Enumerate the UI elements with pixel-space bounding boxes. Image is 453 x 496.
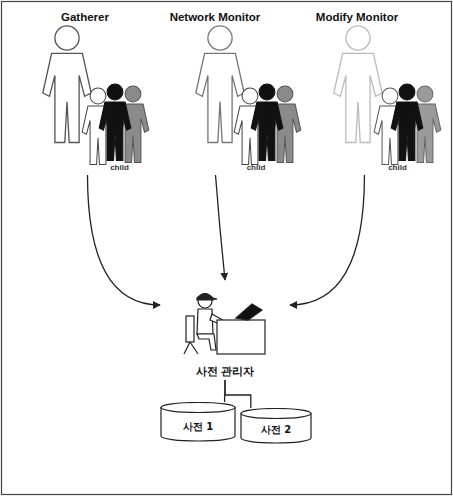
process-group: Gatherer child	[20, 5, 170, 175]
torso	[197, 309, 213, 334]
dictionary-cylinder: 사전 1	[160, 402, 236, 442]
child-label: child	[375, 163, 420, 172]
group-title: Network Monitor	[160, 11, 270, 23]
child-figure	[391, 84, 423, 160]
dictionary-label: 사전 1	[160, 420, 236, 434]
child-label: child	[236, 163, 276, 172]
flow-arrow	[216, 175, 226, 280]
legs	[197, 334, 216, 350]
chair-back	[186, 316, 194, 342]
child-label: child	[97, 163, 142, 172]
desk	[217, 320, 265, 354]
cylinder-top	[241, 409, 311, 419]
dictionary-label: 사전 2	[240, 423, 312, 437]
parent-figure	[334, 26, 382, 143]
process-group: Network Monitor child	[160, 5, 310, 175]
flow-arrow	[88, 175, 161, 305]
chair-leg	[190, 342, 198, 354]
group-title: Gatherer	[20, 11, 150, 23]
manager-figure	[184, 294, 265, 355]
cap	[197, 294, 217, 301]
child-figure	[251, 84, 283, 160]
chair-leg	[184, 342, 190, 354]
manager-label: 사전 관리자	[160, 364, 290, 379]
monitor	[236, 304, 262, 320]
cylinder-top	[161, 403, 235, 413]
flow-arrow	[290, 175, 364, 305]
group-title: Modify Monitor	[305, 11, 409, 23]
manager-node: 사전 관리자	[160, 280, 290, 380]
child-figure	[99, 84, 131, 160]
dictionary-cylinder: 사전 2	[240, 408, 312, 444]
connector-line	[225, 380, 251, 408]
process-group: Modify Monitor child	[305, 5, 450, 175]
